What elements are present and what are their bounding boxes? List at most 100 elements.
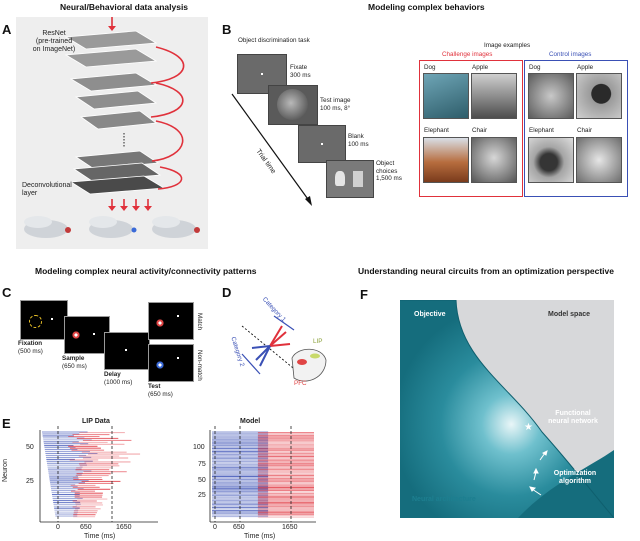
challenge-images-title: Challenge images	[442, 51, 493, 58]
fixation-label: Fixation	[18, 340, 43, 347]
fixation-screen	[20, 300, 68, 340]
object-choices-text2: choices	[376, 167, 398, 175]
control-label-chair: Chair	[577, 127, 593, 134]
challenge-elephant-image	[423, 137, 469, 183]
challenge-label-apple: Apple	[472, 64, 489, 71]
left-xtick-1650: 1650	[116, 524, 132, 531]
resnet-label: ResNet (pre-trained on ImageNet)	[24, 30, 84, 54]
right-xtick-0: 0	[213, 524, 217, 531]
test-time: (650 ms)	[148, 391, 173, 398]
challenge-label-chair: Chair	[472, 127, 488, 134]
section-title-data-analysis: Neural/Behavioral data analysis	[60, 2, 189, 12]
trial-time-arrow	[231, 93, 312, 206]
challenge-dog-image	[423, 73, 469, 119]
functional-line2: neural network	[548, 418, 598, 425]
object-choices-label: Object choices 1,500 ms	[376, 160, 402, 183]
sample-time: (650 ms)	[62, 363, 87, 370]
control-apple-image	[576, 73, 622, 119]
left-ytick-25: 25	[26, 478, 34, 485]
model-space-label: Model space	[548, 311, 591, 318]
control-images-title: Control images	[549, 51, 592, 58]
lip-raster	[39, 426, 158, 523]
objective-label: Objective	[414, 311, 446, 318]
right-ytick-25: 25	[198, 492, 206, 499]
challenge-label-elephant: Elephant	[424, 127, 449, 134]
nonmatch-label: Non-match	[196, 350, 203, 381]
deconv-label-line2: layer	[22, 190, 38, 197]
delay-time: (1000 ms)	[104, 379, 133, 386]
left-ytick-50: 50	[26, 444, 34, 451]
sample-label: Sample	[62, 355, 85, 362]
deconv-label-line1: Deconvolutional	[22, 182, 72, 189]
blank-label: Blank 100 ms	[348, 133, 369, 148]
test-image-label: Test image 100 ms, 8°	[320, 97, 350, 112]
control-images-box: Dog Apple Elephant Chair	[524, 60, 628, 197]
deconv-label: Deconvolutional layer	[22, 182, 72, 198]
right-ytick-100: 100	[193, 444, 205, 451]
resnet-label-line1: ResNet	[42, 30, 66, 37]
neural-architecture-label: Neural architecture	[412, 496, 476, 503]
blank-text: Blank	[348, 133, 364, 140]
test-image-text: Test image	[320, 97, 351, 104]
model-raster	[209, 426, 316, 523]
optimization-line1: Optimization	[553, 470, 597, 477]
task-title: Object discrimination task	[238, 37, 310, 44]
section-title-complex-behaviors: Modeling complex behaviors	[368, 2, 485, 12]
image-examples-title: Image examples	[484, 42, 531, 49]
challenge-chair-image	[471, 137, 517, 183]
control-label-apple: Apple	[577, 64, 594, 71]
model-title: Model	[240, 418, 261, 425]
resnet-label-line3: on ImageNet)	[32, 46, 76, 53]
test-image-screen	[268, 85, 318, 125]
category-diagram	[241, 315, 327, 382]
control-dog-image	[528, 73, 574, 119]
raster-plots	[39, 426, 316, 523]
left-xtick-0: 0	[56, 524, 60, 531]
right-ytick-50: 50	[198, 477, 206, 484]
fixate-label: Fixate 300 ms	[290, 64, 311, 79]
optimization-line2: algorithm	[559, 478, 591, 485]
lip-label: LIP	[313, 338, 323, 345]
delay-screen	[104, 332, 150, 370]
section-title-neural-activity: Modeling complex neural activity/connect…	[35, 266, 257, 276]
delay-label: Delay	[104, 371, 121, 378]
control-chair-image	[576, 137, 622, 183]
panel-letter-f: F	[360, 287, 368, 302]
neuron-ylabel: Neuron	[2, 459, 9, 482]
fixation-time: (500 ms)	[18, 348, 43, 355]
left-xlabel: Time (ms)	[84, 533, 116, 540]
optimization-algorithm-label: Optimization algorithm	[540, 470, 610, 486]
red-arrows	[111, 17, 185, 207]
functional-line1: Functional	[555, 410, 591, 417]
panel-letter-a: A	[2, 22, 12, 37]
test-image-time: 100 ms, 8°	[320, 104, 351, 112]
layer-stack	[64, 30, 166, 195]
right-xtick-1650: 1650	[282, 524, 298, 531]
blank-screen	[298, 125, 346, 163]
resnet-stack-diagram	[24, 17, 200, 238]
control-label-elephant: Elephant	[529, 127, 554, 134]
functional-network-label: Functional neural network	[536, 410, 610, 426]
lip-data-title: LIP Data	[82, 418, 110, 425]
panel-letter-d: D	[222, 285, 232, 300]
optimization-landscape: ★	[400, 300, 614, 518]
object-choices-time: 1,500 ms	[376, 175, 402, 182]
resnet-label-line2: (pre-trained	[35, 38, 73, 45]
fixate-time: 300 ms	[290, 71, 311, 79]
right-xtick-650: 650	[233, 524, 245, 531]
section-title-optimization: Understanding neural circuits from an op…	[358, 266, 614, 276]
panel-letter-b: B	[222, 22, 232, 37]
control-label-dog: Dog	[529, 64, 541, 71]
challenge-label-dog: Dog	[424, 64, 436, 71]
control-elephant-image	[528, 137, 574, 183]
challenge-images-box: Dog Apple Elephant Chair	[419, 60, 523, 197]
left-xtick-650: 650	[80, 524, 92, 531]
right-ytick-75: 75	[198, 461, 206, 468]
blank-time: 100 ms	[348, 140, 369, 148]
sample-screen	[64, 316, 110, 354]
object-choices-screen	[326, 160, 374, 198]
object-choices-text: Object	[376, 160, 395, 167]
panel-letter-c: C	[2, 285, 12, 300]
challenge-apple-image	[471, 73, 517, 119]
panel-letter-e: E	[2, 416, 11, 431]
